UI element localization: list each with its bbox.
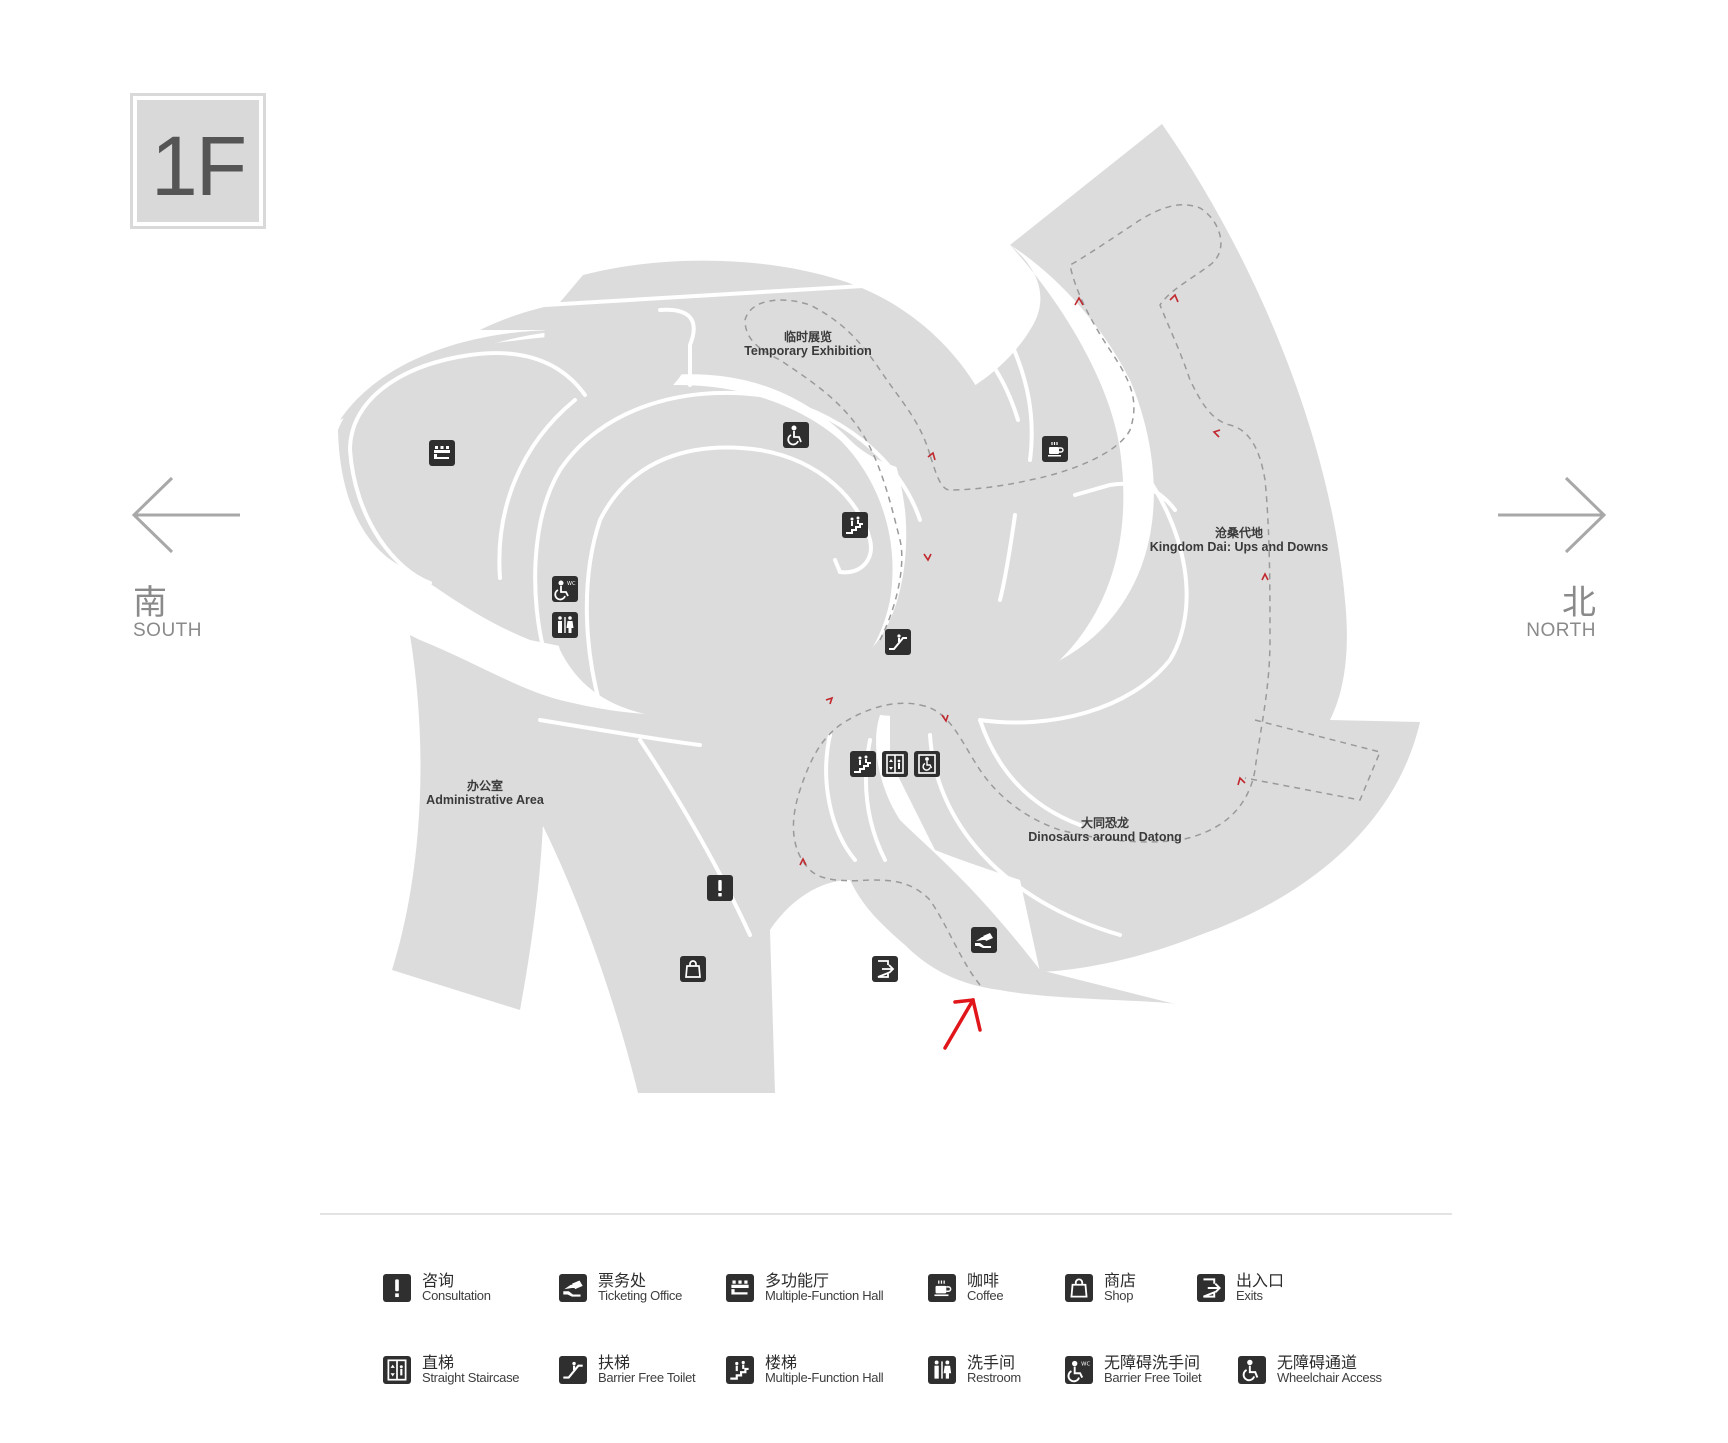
auditorium-icon	[726, 1274, 754, 1302]
legend-restroom-zh: 洗手间	[967, 1353, 1016, 1372]
route-arrows	[799, 293, 1269, 866]
shop-pin[interactable]	[680, 956, 706, 982]
floor-shapes	[338, 124, 1420, 1093]
south-wing	[340, 296, 690, 420]
stairs-icon	[854, 755, 871, 773]
area-temporary-exhibition: 临时展览 Temporary Exhibition	[744, 330, 872, 358]
floor-badge: 1F	[132, 95, 264, 227]
exit-pin[interactable]	[872, 956, 898, 982]
svg-text:WC: WC	[567, 581, 576, 587]
area-temporary-exhibition-zh: 临时展览	[783, 330, 833, 344]
north-direction: 北 NORTH	[1526, 585, 1596, 641]
south-zh: 南	[133, 583, 167, 623]
legend-ticketing-en: Ticketing Office	[598, 1288, 683, 1303]
stairs-pin[interactable]	[842, 512, 868, 538]
legend-multi-hall-zh: 多功能厅	[765, 1271, 830, 1290]
elevator-icon	[886, 754, 904, 774]
legend-consultation-zh: 咨询	[422, 1271, 455, 1290]
coffee-pin[interactable]	[1042, 436, 1068, 462]
area-kingdom-dai-en: Kingdom Dai: Ups and Downs	[1149, 540, 1329, 554]
escalator-pin[interactable]	[885, 629, 911, 655]
legend-divider	[320, 1213, 1452, 1215]
legend-multi-hall-en: Multiple-Function Hall	[765, 1288, 884, 1303]
south-arrow-icon[interactable]	[128, 474, 244, 556]
legend-barrier-free-toilet-zh: 无障碍洗手间	[1104, 1353, 1201, 1372]
inner-ring	[538, 385, 893, 717]
ticketing-pin[interactable]	[971, 927, 997, 953]
escalator-icon	[889, 634, 907, 650]
escalator-icon	[559, 1356, 587, 1384]
ticket-hand-icon	[559, 1274, 587, 1302]
legend-stairs-zh: 楼梯	[765, 1353, 798, 1372]
wheelchair-pin[interactable]	[783, 422, 809, 448]
stairs-icon	[846, 516, 863, 534]
accessible-wc-icon: WC	[1065, 1356, 1093, 1384]
legend-stairs-en: Multiple-Function Hall	[765, 1370, 884, 1385]
shopping-bag-icon	[685, 960, 701, 978]
legend-wheelchair-en: Wheelchair Access	[1277, 1370, 1382, 1385]
wheelchair-icon	[1238, 1356, 1266, 1384]
area-kingdom-dai-zh: 沧桑代地	[1214, 526, 1264, 540]
area-administrative: 办公室 Administrative Area	[426, 779, 544, 807]
legend-ticketing-zh: 票务处	[598, 1271, 647, 1290]
exit-icon	[877, 960, 895, 978]
legend-escalator-zh: 扶梯	[598, 1353, 631, 1372]
south-en: SOUTH	[133, 620, 202, 641]
legend-exits-en: Exits	[1236, 1288, 1263, 1303]
shopping-bag-icon	[1065, 1274, 1093, 1302]
legend-shop-en: Shop	[1104, 1288, 1134, 1303]
north-wing	[890, 124, 1420, 972]
legend-barrier-free-toilet-en: Barrier Free Toilet	[1104, 1370, 1202, 1385]
legend-exits-zh: 出入口	[1236, 1271, 1285, 1290]
accessible-wc-pin[interactable]: WC	[552, 576, 578, 602]
accessible-wc-icon: WC	[554, 580, 576, 601]
legend-coffee-en: Coffee	[967, 1288, 1004, 1303]
legend-wheelchair-zh: 无障碍通道	[1277, 1353, 1358, 1372]
exit-icon	[1197, 1274, 1225, 1302]
floor-label: 1F	[150, 119, 247, 213]
area-kingdom-dai: 沧桑代地 Kingdom Dai: Ups and Downs	[1150, 526, 1328, 554]
legend-coffee-zh: 咖啡	[967, 1271, 1000, 1290]
entrance-arrow-icon	[943, 998, 982, 1050]
legend-consultation-en: Consultation	[422, 1288, 491, 1303]
accessible-elevator-icon	[918, 754, 936, 774]
svg-text:WC: WC	[1081, 1362, 1090, 1368]
north-arrow-icon[interactable]	[1494, 474, 1610, 556]
area-administrative-zh: 办公室	[466, 779, 504, 793]
wheelchair-icon	[787, 425, 802, 446]
multi-hall-pin[interactable]	[429, 440, 455, 466]
area-dinosaurs-en: Dinosaurs around Datong	[1028, 830, 1182, 844]
elevator-pin[interactable]	[882, 751, 908, 777]
administrative-zone	[392, 635, 544, 1010]
area-temporary-exhibition-en: Temporary Exhibition	[744, 344, 872, 358]
legend-elevator-en: Straight Staircase	[422, 1370, 520, 1385]
legend-escalator-en: Barrier Free Toilet	[598, 1370, 696, 1385]
area-administrative-en: Administrative Area	[426, 793, 544, 807]
accessible-elevator-pin[interactable]	[914, 751, 940, 777]
north-zh: 北	[1562, 583, 1596, 623]
south-direction: 南 SOUTH	[133, 585, 202, 641]
coffee-cup-icon	[1048, 442, 1064, 457]
legend-elevator-zh: 直梯	[422, 1353, 455, 1372]
restroom-pin[interactable]	[552, 612, 578, 638]
area-dinosaurs-zh: 大同恐龙	[1080, 816, 1130, 830]
stairs-icon	[726, 1356, 754, 1384]
area-dinosaurs: 大同恐龙 Dinosaurs around Datong	[1028, 816, 1181, 844]
legend-shop-zh: 商店	[1104, 1271, 1137, 1290]
visitor-route	[744, 204, 1382, 986]
exclamation-icon	[383, 1274, 411, 1302]
exclamation-icon	[718, 880, 722, 897]
coffee-cup-icon	[928, 1274, 956, 1302]
north-en: NORTH	[1526, 620, 1596, 641]
restroom-icon	[558, 616, 574, 633]
consultation-pin[interactable]	[707, 875, 733, 901]
ticket-hand-icon	[975, 933, 993, 948]
legend-restroom-en: Restroom	[967, 1370, 1021, 1385]
stairs-pin-2[interactable]	[850, 751, 876, 777]
auditorium-icon	[434, 446, 450, 459]
restroom-icon	[928, 1356, 956, 1384]
elevator-icon	[383, 1356, 411, 1384]
